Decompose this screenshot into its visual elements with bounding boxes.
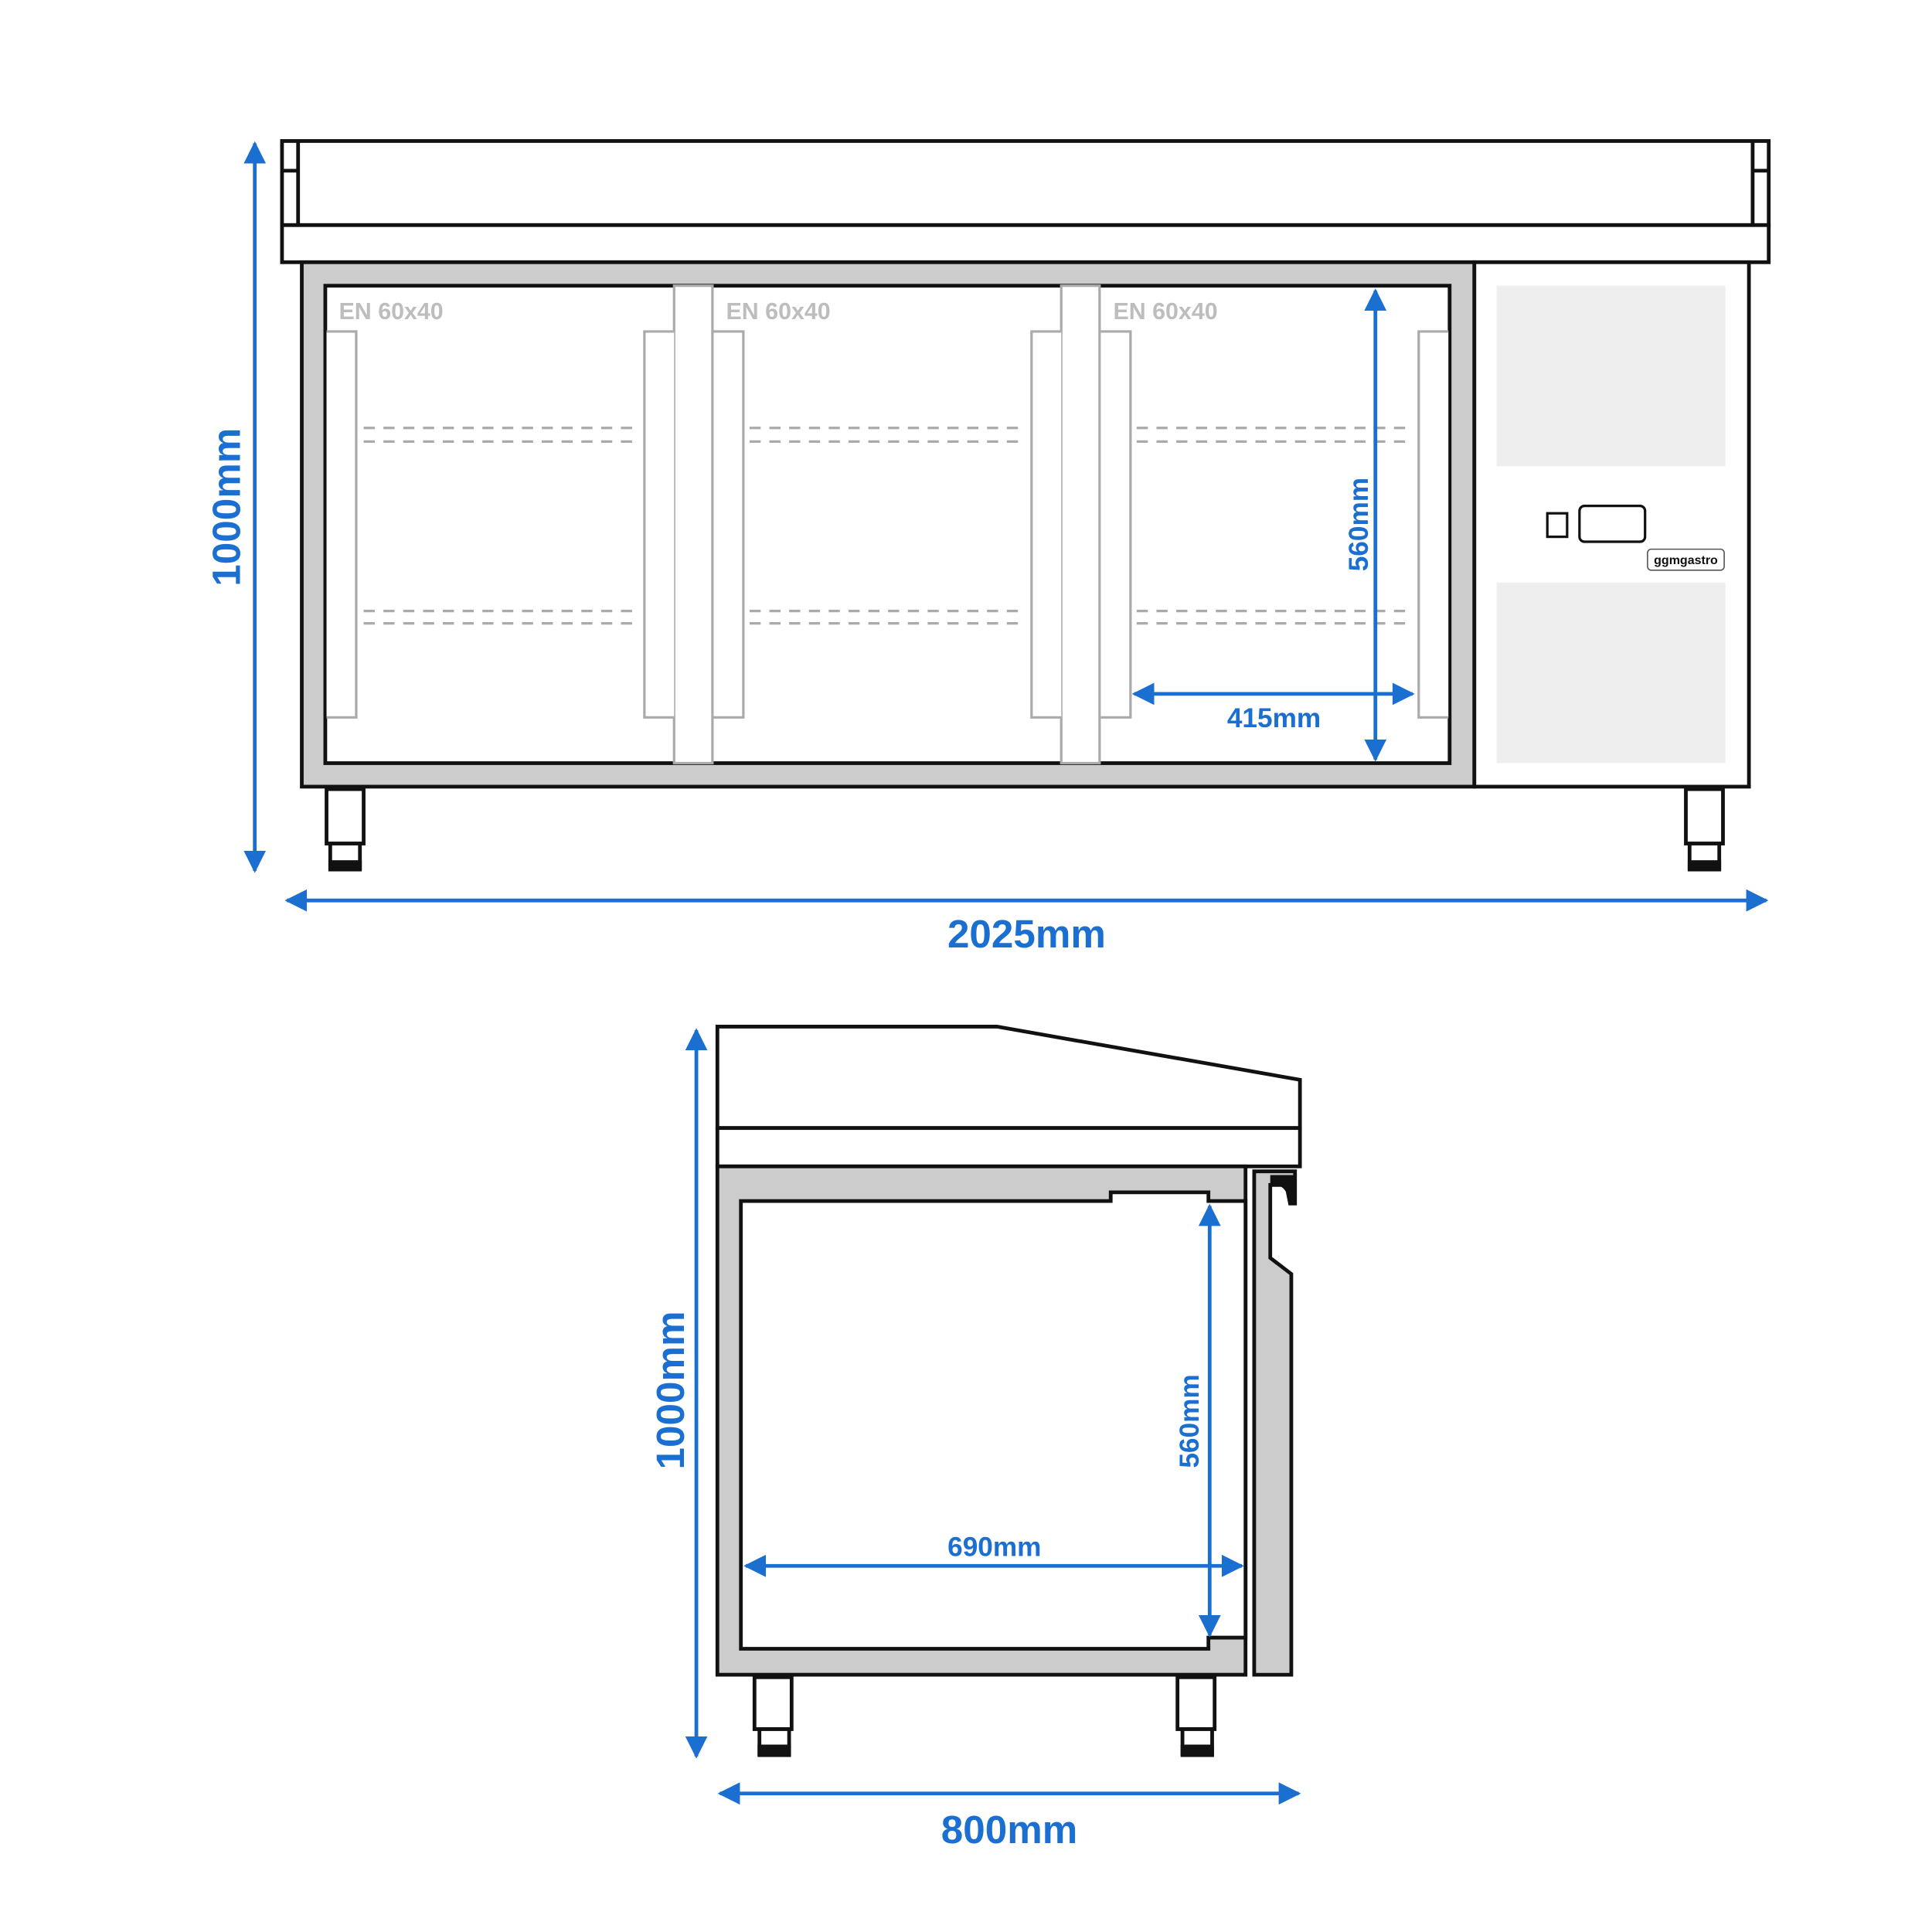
side-door: [1252, 1169, 1298, 1677]
side-legs: [752, 1675, 1217, 1757]
brand-label: ggmgastro: [1654, 554, 1718, 567]
front-inner-width-label: 415mm: [1227, 703, 1321, 733]
side-top-structure: [715, 1025, 1302, 1131]
brand-badge: [1647, 548, 1725, 571]
side-view: 1000mm 800mm 560mm 690mm: [648, 1025, 1302, 1852]
front-view: EN 60x40 EN 60x40 EN 60x40 ggmgastro: [204, 139, 1771, 956]
display-icon: [1578, 505, 1647, 543]
compartment-label-1: EN 60x40: [339, 298, 444, 325]
side-height-label: 1000mm: [648, 1311, 692, 1469]
front-width-label: 2025mm: [947, 912, 1106, 956]
side-inner-depth-label: 690mm: [947, 1532, 1041, 1562]
door-handle: [1270, 1175, 1295, 1204]
vent-panel-bottom: [1496, 582, 1726, 764]
control-panel: ggmgastro: [1472, 260, 1751, 789]
compartment-label-2: EN 60x40: [726, 298, 831, 325]
compartment-label-3: EN 60x40: [1113, 298, 1217, 325]
side-inner-height-label: 560mm: [1175, 1374, 1205, 1468]
side-depth-label: 800mm: [941, 1808, 1078, 1852]
side-worktop: [715, 1126, 1302, 1168]
side-dimensions: [685, 1028, 1301, 1805]
front-dimensions: [243, 141, 1769, 912]
shelf-rails: [326, 330, 1449, 719]
front-height-label: 1000mm: [204, 428, 248, 587]
power-switch-icon: [1546, 512, 1569, 539]
front-top-structure: [280, 139, 1771, 264]
door-dividers: [672, 284, 1101, 765]
shelves: [363, 427, 1413, 625]
front-legs: [325, 787, 1725, 872]
vent-panel-top: [1496, 285, 1726, 467]
front-cooling-area: [323, 284, 1452, 765]
front-inner-height-label: 560mm: [1344, 478, 1374, 571]
side-cooling-area: [739, 1190, 1248, 1651]
